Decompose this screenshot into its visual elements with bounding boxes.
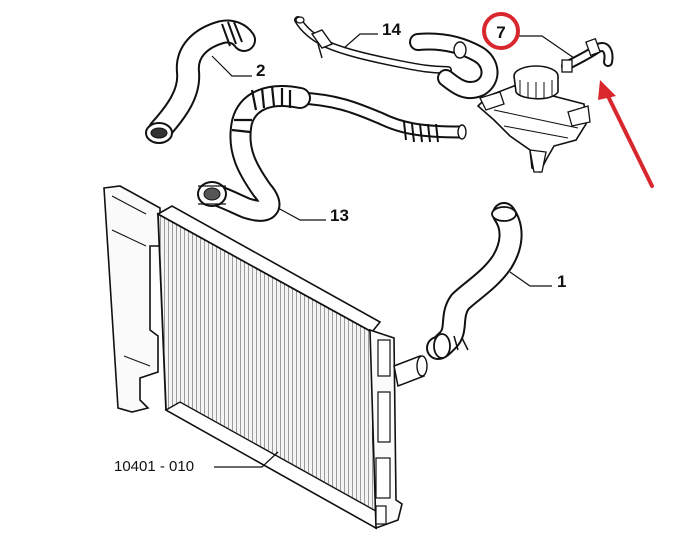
hose-7: [561, 37, 614, 73]
hose-13: [197, 85, 467, 222]
leader-14: [343, 33, 378, 49]
radiator: [103, 185, 428, 530]
hose-14: [294, 16, 499, 100]
leader-13: [277, 207, 326, 221]
leader-2: [211, 55, 252, 77]
callout-7: 7: [496, 23, 505, 42]
leader-7: [518, 35, 575, 59]
leader-drawing-code: [214, 451, 279, 468]
callout-13: 13: [330, 206, 349, 225]
leader-1: [509, 271, 552, 287]
callout-2: 2: [256, 61, 265, 80]
callout-1: 1: [557, 272, 566, 291]
callout-14: 14: [382, 20, 401, 39]
expansion-tank: [476, 65, 591, 174]
callout-7-highlight-ring: [482, 12, 520, 50]
hose-2: [145, 19, 256, 144]
drawing-code: 10401 - 010: [114, 458, 194, 475]
hose-1: [426, 202, 523, 360]
radiator-outlet-pipe: [393, 354, 428, 388]
red-pointer-arrow-icon: [598, 80, 654, 188]
